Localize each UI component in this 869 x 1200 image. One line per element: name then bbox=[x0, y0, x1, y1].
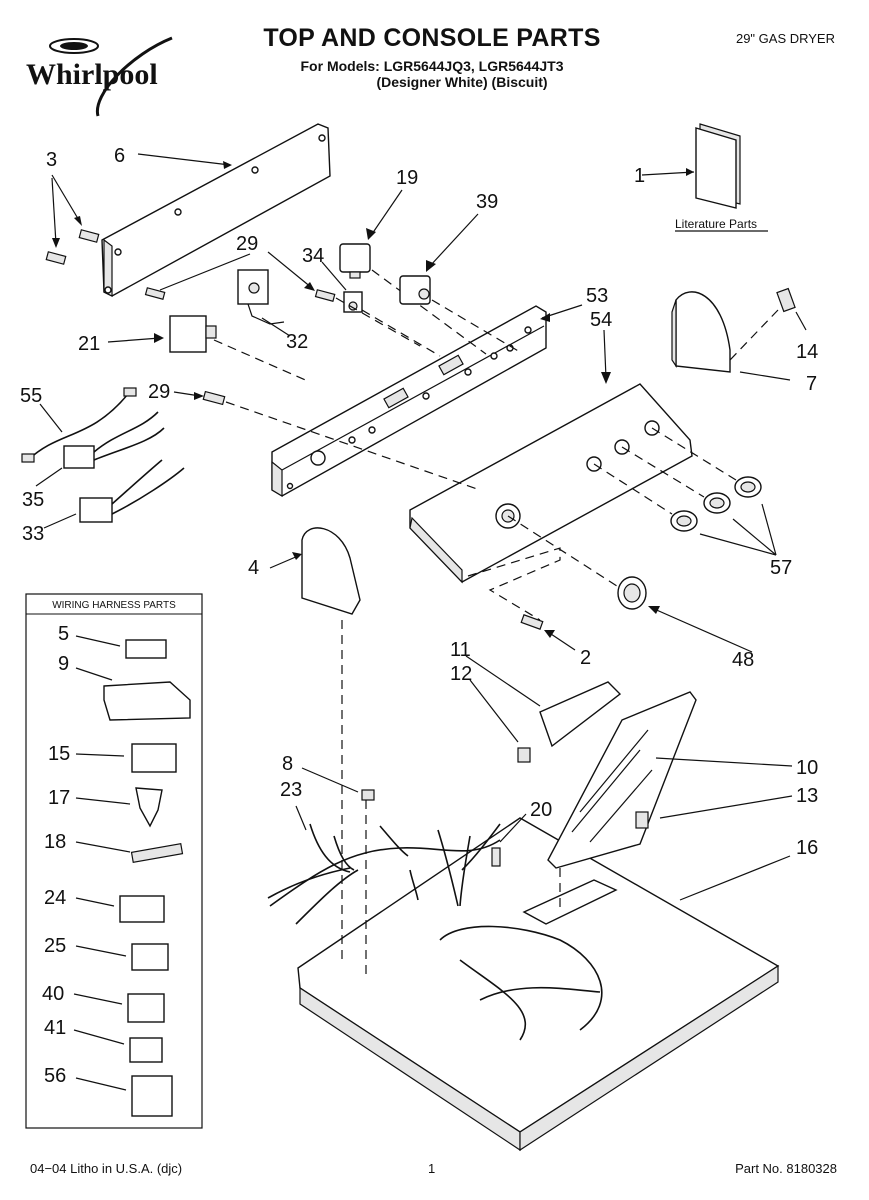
screw-20 bbox=[491, 813, 527, 867]
callout-56: 56 bbox=[44, 1065, 66, 1087]
callout-4: 4 bbox=[248, 557, 259, 579]
callout-54: 54 bbox=[590, 309, 612, 331]
console-panel bbox=[409, 329, 693, 584]
control-knobs bbox=[593, 427, 777, 556]
console-end-cap-left bbox=[269, 527, 361, 615]
callout-29-lower: 29 bbox=[148, 381, 170, 403]
timer-control bbox=[339, 189, 487, 355]
callout-11: 11 bbox=[450, 639, 471, 661]
callout-53: 53 bbox=[586, 285, 608, 307]
temperature-switch bbox=[399, 213, 521, 353]
harness-55 bbox=[21, 387, 137, 463]
page-title: TOP AND CONSOLE PARTS bbox=[263, 24, 601, 52]
callout-5: 5 bbox=[58, 623, 69, 645]
callout-57: 57 bbox=[770, 557, 792, 579]
callout-41: 41 bbox=[44, 1017, 66, 1039]
callout-34: 34 bbox=[302, 245, 324, 267]
callout-35: 35 bbox=[22, 489, 44, 511]
brand-wordmark: Whirlpool bbox=[26, 58, 158, 91]
lint-frame bbox=[522, 868, 618, 925]
callout-19: 19 bbox=[396, 167, 418, 189]
callout-12: 12 bbox=[450, 663, 472, 685]
screw-29-upper bbox=[267, 251, 421, 347]
wiring-box-title: WIRING HARNESS PARTS bbox=[52, 600, 176, 611]
wiring-harness-parts-box: WIRING HARNESS PARTS bbox=[25, 593, 203, 1129]
callout-39: 39 bbox=[476, 191, 498, 213]
product-label: 29" GAS DRYER bbox=[735, 31, 835, 46]
models-line: For Models: LGR5644JQ3, LGR5644JT3 bbox=[300, 58, 564, 74]
whirlpool-logo: Whirlpool bbox=[26, 36, 173, 117]
callout-18: 18 bbox=[44, 831, 66, 853]
part-number: Part No. 8180328 bbox=[735, 1161, 837, 1176]
switch-34 bbox=[321, 261, 441, 357]
variants-line: (Designer White) (Biscuit) bbox=[376, 74, 548, 90]
callout-24: 24 bbox=[44, 887, 66, 909]
page-number: 1 bbox=[428, 1161, 436, 1176]
callout-2: 2 bbox=[580, 647, 591, 669]
callout-21: 21 bbox=[78, 333, 100, 355]
callout-9: 9 bbox=[58, 653, 69, 675]
harness-35 bbox=[35, 411, 165, 487]
callout-1: 1 bbox=[634, 165, 645, 187]
callout-25: 25 bbox=[44, 935, 66, 957]
literature-parts-label: Literature Parts bbox=[675, 217, 757, 231]
main-wire-harness bbox=[267, 805, 603, 1041]
callout-20: 20 bbox=[530, 799, 552, 821]
callout-15: 15 bbox=[48, 743, 70, 765]
callout-48: 48 bbox=[732, 649, 754, 671]
screw-pair bbox=[45, 174, 100, 265]
model-list: For Models: LGR5644JQ3, LGR5644JT3 (Desi… bbox=[232, 58, 632, 90]
callout-32: 32 bbox=[286, 331, 308, 353]
callout-17: 17 bbox=[48, 787, 70, 809]
callout-13: 13 bbox=[796, 785, 818, 807]
top-panel bbox=[297, 817, 791, 1152]
callout-8: 8 bbox=[282, 753, 293, 775]
callout-7: 7 bbox=[806, 373, 817, 395]
harness-33 bbox=[43, 459, 185, 529]
literature-booklet: Literature Parts bbox=[641, 123, 768, 232]
start-switch-21 bbox=[107, 315, 311, 383]
litho-note: 04−04 Litho in U.S.A. (djc) bbox=[30, 1161, 183, 1176]
callout-40: 40 bbox=[42, 983, 64, 1005]
drum-light-switch bbox=[237, 269, 291, 337]
callout-23: 23 bbox=[280, 779, 302, 801]
console-back-panel bbox=[101, 123, 331, 297]
console-screw bbox=[467, 547, 576, 651]
clip-8 bbox=[301, 620, 375, 976]
console-end-cap-right bbox=[671, 287, 807, 381]
control-mounting-bracket bbox=[271, 304, 583, 498]
push-button bbox=[507, 515, 753, 653]
lint-screen-cover bbox=[465, 655, 622, 763]
callout-29-upper: 29 bbox=[236, 233, 258, 255]
callout-55: 55 bbox=[20, 385, 42, 407]
screw-29-left bbox=[144, 253, 251, 300]
callout-33: 33 bbox=[22, 523, 44, 545]
callout-14: 14 bbox=[796, 341, 818, 363]
callout-3: 3 bbox=[46, 149, 57, 171]
callout-6: 6 bbox=[114, 145, 125, 167]
callout-10: 10 bbox=[796, 757, 818, 779]
callout-16: 16 bbox=[796, 837, 818, 859]
lint-screen-housing bbox=[547, 691, 793, 869]
screw-29-lower bbox=[173, 390, 481, 491]
